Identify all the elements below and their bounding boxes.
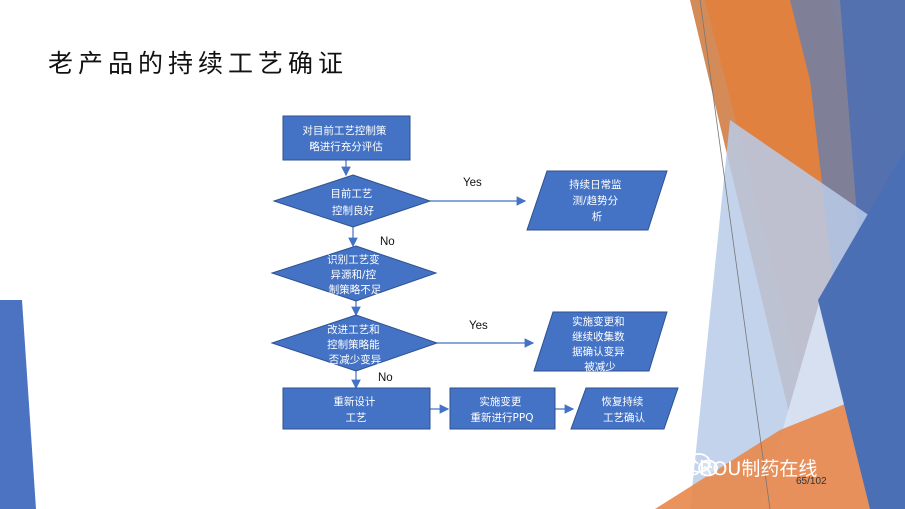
node-shapes <box>270 115 679 430</box>
node-control-good-text: 目前工艺 控制良好 <box>330 187 375 217</box>
node-identify-shape <box>270 245 438 302</box>
node-implement-collect-shape <box>533 311 668 372</box>
orange-bottom-band <box>655 380 905 509</box>
diagonal-line <box>699 0 771 509</box>
slide-title: 老产品的持续工艺确证 <box>48 49 349 78</box>
node-improve-shape <box>270 314 439 372</box>
node-implement-ppq-text: 实施变更 重新进行PPQ <box>471 395 534 424</box>
edge-label-yes-top: Yes <box>463 177 482 189</box>
node-redesign-shape <box>282 387 431 430</box>
blue-band-mid <box>818 150 905 509</box>
left-blue-accent <box>0 300 36 509</box>
page-number: 65/102 <box>796 476 827 487</box>
node-restore-text: 恢复持续 工艺确认 <box>601 395 646 424</box>
node-monitor-text: 持续日常监 测/趋势分 析 <box>569 178 625 223</box>
edge-label-no-bottom: No <box>378 372 393 384</box>
node-improve-text: 改进工艺和 控制策略能 否减少变异 <box>327 323 383 366</box>
wechat-icon <box>687 453 718 477</box>
node-identify-text: 识别工艺变 异源和/控 制策略不足 <box>327 253 383 296</box>
node-restore-shape <box>570 387 679 430</box>
edge-label-yes-mid: Yes <box>469 320 488 332</box>
connectors <box>341 160 575 414</box>
node-implement-ppq-shape <box>449 387 556 430</box>
node-monitor-shape <box>526 170 668 231</box>
watermark: CROU制药在线 <box>686 452 817 482</box>
node-redesign-text: 重新设计 工艺 <box>333 395 378 424</box>
node-implement-collect-text: 实施变更和 继续收集数 据确认变异 被减少 <box>572 315 628 373</box>
node-control-good-shape <box>272 174 432 228</box>
edge-label-no-top: No <box>380 236 395 248</box>
watermark-text: CROU制药在线 <box>686 457 818 480</box>
node-evaluate-text: 对目前工艺控制策 略进行充分评估 <box>302 124 389 153</box>
node-evaluate-shape <box>282 115 411 161</box>
